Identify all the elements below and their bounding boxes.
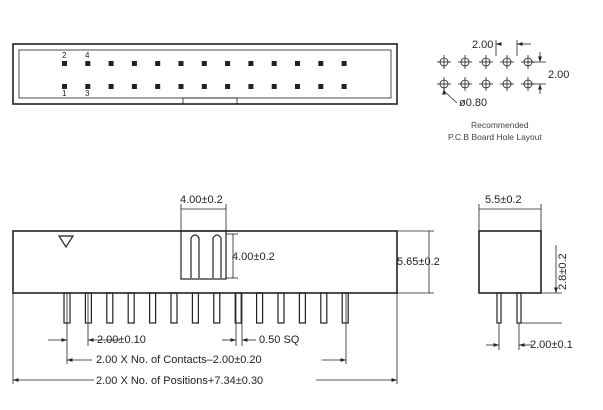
dim-contacts-formula: 2.00 X No. of Contacts–2.00±0.20 [96,354,262,366]
pin-label-3: 3 [85,89,90,98]
top-view-pin [248,61,254,66]
top-view-pin [341,61,347,66]
top-view-pin [155,84,161,89]
top-view-housing-inner [18,49,392,99]
pcb-hole [437,55,451,69]
pin-detail-right [212,234,222,278]
top-view-pin [85,61,91,66]
side-view-pin-right [516,292,522,324]
pcb-note-line1: Recommended [471,120,529,130]
top-view-housing-outer [12,43,398,105]
top-view-key-slot [182,97,238,105]
pcb-hole-layout: 2.00 2.00 ø0.80 Recommended P.C.B Board … [437,39,569,142]
front-view-pin [320,292,328,324]
top-view-pin [201,61,207,66]
front-view-pin [127,292,135,324]
front-view-pin [234,292,242,324]
pcb-hole [500,77,514,91]
dim-pitch: 2.00±0.10 [97,334,146,346]
front-view-pin [341,292,349,324]
front-view-pin-row [63,292,349,324]
front-view-pin [298,292,306,324]
pin-label-1: 1 [62,89,67,98]
front-view-pin [149,292,157,324]
top-view-pin [155,61,161,66]
top-view-pin [341,84,347,89]
pcb-hole [479,77,493,91]
top-view-pin [271,84,277,89]
top-view-pin [108,61,114,66]
top-view-pin [62,84,67,89]
pcb-hole [458,77,472,91]
top-view-pin-grid [62,61,347,89]
pin-label-4: 4 [85,51,90,60]
top-view-pin [318,84,324,89]
top-view-pin [178,84,184,89]
side-view: 5.5±0.2 2.8±0.2 2.00±0.1 [478,194,573,351]
front-view-pin [191,292,199,324]
top-view: 2 4 1 3 [12,43,398,105]
dim-side-pin-pitch: 2.00±0.1 [530,339,573,351]
top-view-pin [85,84,91,89]
top-view-pin [62,61,67,66]
top-view-pin [178,61,184,66]
dim-overall-height: 5.65±0.2 [397,256,440,268]
dim-pin-size: 0.50 SQ [259,334,300,346]
front-view-pin [277,292,285,324]
pcb-hole [437,77,451,91]
dim-pin-top-width: 4.00±0.2 [180,194,223,206]
pcb-note-line2: P.C.B Board Hole Layout [448,132,543,142]
top-view-pin [108,84,114,89]
side-view-pin-left [496,292,502,324]
pcb-hole [500,55,514,69]
pcb-hole-grid [437,55,535,91]
top-view-pin [295,61,300,66]
top-view-pin [131,61,137,66]
pcb-hole-diameter: ø0.80 [459,97,487,109]
pin-label-2: 2 [62,51,67,60]
top-view-pin [318,61,324,66]
front-view-pin [106,292,114,324]
top-view-pin [271,61,277,66]
front-view: 4.00±0.2 4.00±0.2 5.65±0.2 2.00±0.10 0.5… [12,194,440,387]
pcb-hole [458,55,472,69]
side-view-housing [478,230,542,294]
dim-positions-formula: 2.00 X No. of Positions+7.34±0.30 [96,375,263,387]
dim-side-pin-length: 2.8±0.2 [557,253,569,290]
front-view-pin [213,292,221,324]
pin1-marker-triangle [57,235,75,249]
top-view-pin [248,84,254,89]
top-view-pin [131,84,137,89]
dim-pin-height-detail: 4.00±0.2 [232,251,275,263]
pin-detail-cutaway [180,230,227,280]
front-view-pin [256,292,264,324]
top-view-pin [295,84,300,89]
dim-side-width: 5.5±0.2 [485,194,522,206]
pcb-pitch-horizontal: 2.00 [472,39,493,51]
top-view-pin [225,61,231,66]
top-view-pin [201,84,207,89]
pin-detail-left [190,234,200,278]
top-view-pin [225,84,231,89]
pcb-pitch-vertical: 2.00 [548,69,569,81]
pcb-hole [479,55,493,69]
front-view-pin [170,292,178,324]
